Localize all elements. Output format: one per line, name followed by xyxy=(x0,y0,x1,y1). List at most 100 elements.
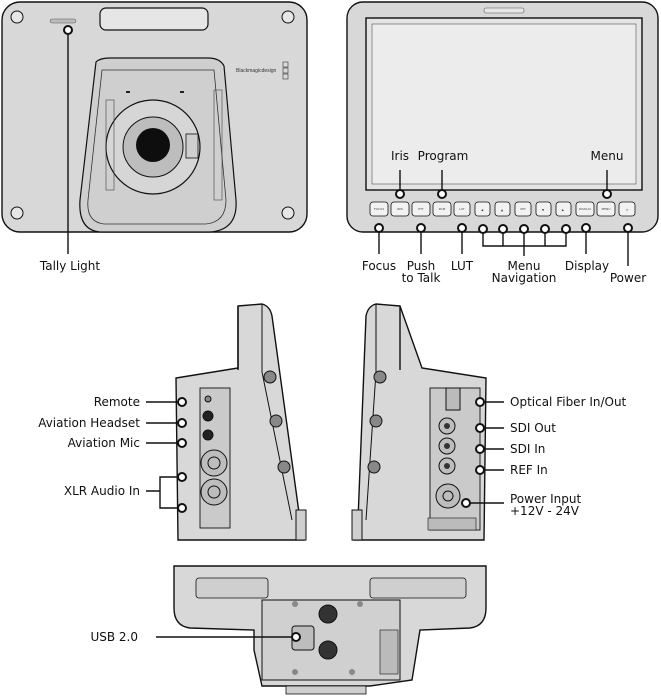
screw-icon xyxy=(281,10,295,24)
sdi-out-pin xyxy=(444,423,450,429)
bottom-screw xyxy=(292,601,298,607)
left-side-foot xyxy=(295,509,307,541)
lens-release xyxy=(185,133,199,159)
callout-dot xyxy=(374,223,384,233)
focus-label: Focus xyxy=(362,259,396,273)
rear-tally xyxy=(483,7,525,14)
button-label: IRIS xyxy=(397,207,403,211)
screw-icon xyxy=(281,206,295,220)
iris-button[interactable] xyxy=(390,201,410,217)
remote-label: Remote xyxy=(94,395,140,409)
mic-port xyxy=(202,429,214,441)
push-label: Push xyxy=(407,259,436,273)
button-label: MENU xyxy=(602,207,611,211)
side-screw xyxy=(277,460,291,474)
side-screw xyxy=(373,370,387,384)
usb-label: USB 2.0 xyxy=(90,630,138,644)
button-label: PGM xyxy=(439,207,446,211)
callout-dot xyxy=(602,189,612,199)
bottom-plate xyxy=(261,599,401,681)
lens-mount-icon xyxy=(136,128,170,162)
power-button[interactable] xyxy=(618,201,636,217)
bottom-screw xyxy=(357,601,363,607)
tally-light-label: Tally Light xyxy=(39,259,101,273)
ptt-button[interactable] xyxy=(411,201,431,217)
focus-button[interactable] xyxy=(369,201,389,217)
chevron-up-icon: ▲ xyxy=(501,208,504,212)
callout-dot xyxy=(177,438,187,448)
callout-dot xyxy=(519,224,529,234)
lut-button[interactable] xyxy=(453,201,471,217)
callout-dot xyxy=(581,223,591,233)
menu-navigation-label-1: Menu xyxy=(508,259,541,273)
callout-dot xyxy=(291,632,301,642)
bottom-vent-left xyxy=(195,577,269,599)
side-screw xyxy=(269,414,283,428)
ref-in-label: REF In xyxy=(510,463,548,477)
chevron-down-icon: ▼ xyxy=(542,208,545,212)
left-side-view: Remote Aviation Headset Aviation Mic XLR… xyxy=(38,303,307,541)
sdi-in-pin xyxy=(444,443,450,449)
callout-dot xyxy=(478,224,488,234)
callout-dot xyxy=(475,444,485,454)
power-input-connector xyxy=(435,483,461,509)
power-icon: ⏻ xyxy=(626,208,629,212)
front-housing-inner xyxy=(87,69,227,225)
nav-left-button[interactable] xyxy=(474,201,491,217)
callout-dot xyxy=(416,223,426,233)
nav-down-button[interactable] xyxy=(535,201,552,217)
front-vent-left xyxy=(105,99,115,191)
front-vent-right xyxy=(213,89,223,201)
to-talk-label: to Talk xyxy=(402,271,441,285)
brand-logo-text: Blackmagicdesign xyxy=(236,68,277,74)
power-input-label-2: +12V - 24V xyxy=(510,504,580,518)
screw-icon xyxy=(10,10,24,24)
button-label: SET xyxy=(520,207,526,211)
program-button[interactable] xyxy=(432,201,452,217)
callout-dot xyxy=(457,223,467,233)
menu-label: Menu xyxy=(591,149,624,163)
brand-logo-icon xyxy=(282,61,289,68)
nav-set-button[interactable] xyxy=(514,201,532,217)
leader-line xyxy=(146,476,178,509)
display-button[interactable] xyxy=(575,201,595,217)
bottom-screw xyxy=(292,669,298,675)
xlr-connector-1-inner xyxy=(207,456,221,470)
callout-dot xyxy=(623,223,633,233)
callout-dot xyxy=(177,472,187,482)
front-view: Blackmagicdesign Tally Light xyxy=(1,1,308,273)
tripod-socket-icon xyxy=(318,604,338,624)
button-label: LUT xyxy=(459,207,465,211)
button-label: DISPLAY xyxy=(579,207,591,211)
nav-right-button[interactable] xyxy=(555,201,572,217)
side-screw xyxy=(263,370,277,384)
button-label: FOCUS xyxy=(374,207,384,211)
callout-dot xyxy=(395,189,405,199)
menu-button[interactable] xyxy=(596,201,616,217)
chevron-left-icon: ◀ xyxy=(481,208,484,212)
lut-label: LUT xyxy=(451,259,474,273)
xlr-audio-in-label: XLR Audio In xyxy=(64,484,140,498)
callout-dot xyxy=(498,224,508,234)
bottom-label-plate xyxy=(369,577,467,599)
tripod-socket-icon xyxy=(318,640,338,660)
button-label: PTT xyxy=(418,207,424,211)
brand-logo-icon xyxy=(282,73,289,80)
callout-dot xyxy=(177,503,187,513)
nav-up-button[interactable] xyxy=(494,201,511,217)
callout-dot xyxy=(475,397,485,407)
aviation-mic-label: Aviation Mic xyxy=(68,436,140,450)
callout-dot xyxy=(63,25,73,35)
menu-navigation-label-2: Navigation xyxy=(492,271,557,285)
aviation-headset-label: Aviation Headset xyxy=(38,416,140,430)
side-screw xyxy=(369,414,383,428)
xlr-connector-1 xyxy=(200,449,228,477)
power-input-inner xyxy=(442,490,454,502)
program-label: Program xyxy=(418,149,469,163)
side-screw xyxy=(367,460,381,474)
callout-dot xyxy=(177,418,187,428)
callout-dot xyxy=(461,498,471,508)
display-label: Display xyxy=(565,259,609,273)
front-marker xyxy=(126,91,130,93)
